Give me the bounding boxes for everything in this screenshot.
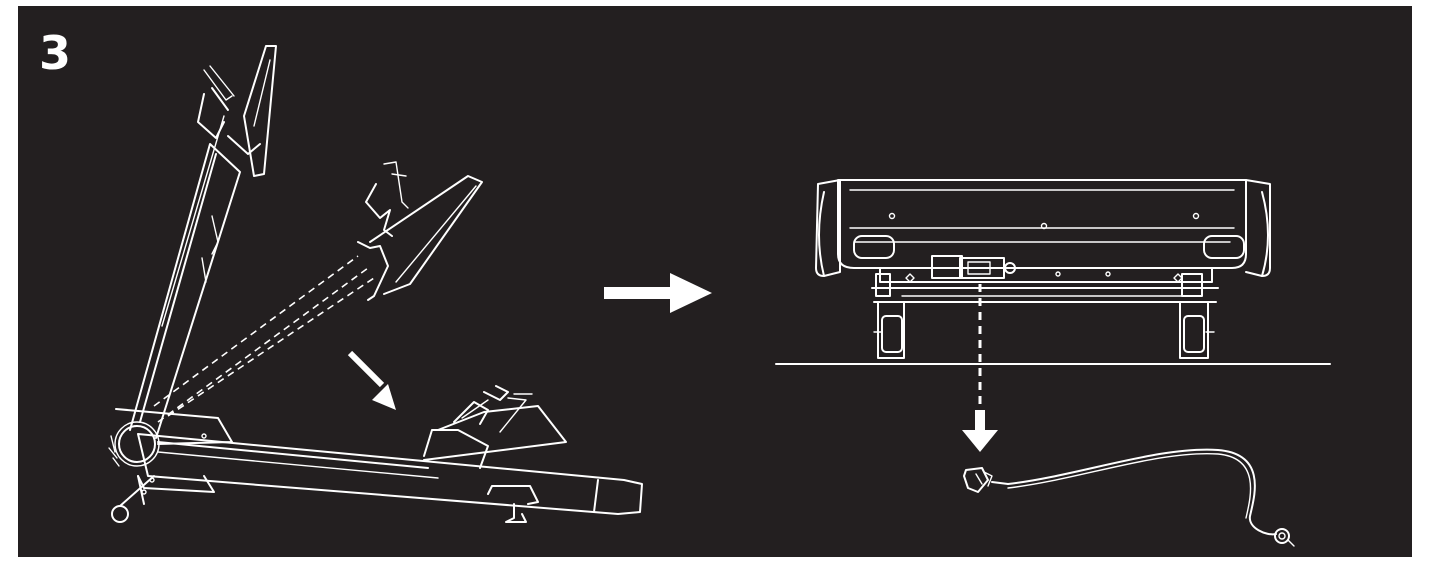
down-arrow-icon — [962, 410, 998, 452]
treadmill-mast-lowered — [423, 385, 567, 469]
treadmill-rear-view — [775, 179, 1331, 547]
treadmill-base-deck — [108, 408, 643, 523]
step-number: 3 — [39, 26, 72, 80]
instruction-panel: 3 — [18, 6, 1412, 557]
down-right-arrow-icon — [347, 350, 396, 410]
right-arrow-icon — [604, 273, 712, 313]
assembly-illustration — [108, 45, 1331, 547]
power-cord — [963, 448, 1295, 547]
treadmill-mast-upright — [129, 45, 277, 439]
treadmill-mast-mid-position — [153, 161, 483, 423]
treadmill-folding-diagram — [108, 45, 643, 523]
